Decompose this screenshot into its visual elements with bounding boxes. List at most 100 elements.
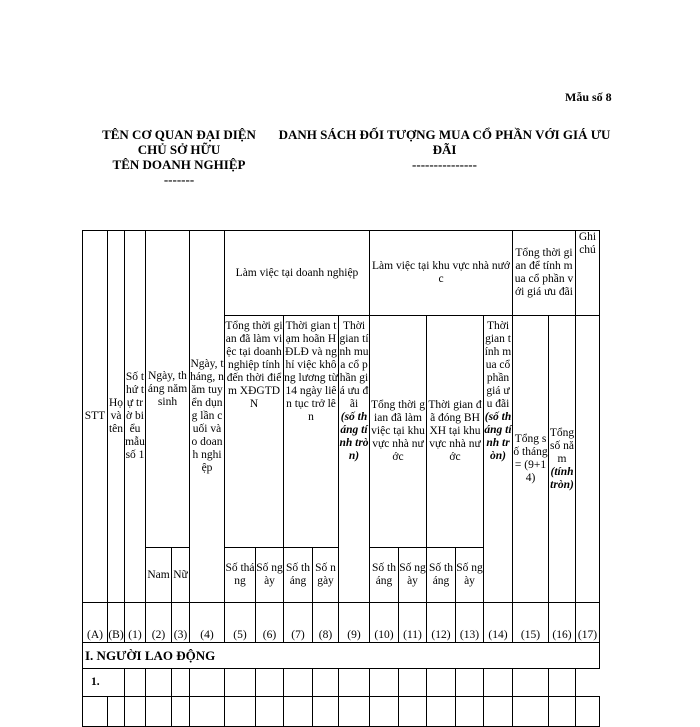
table-cell: [283, 696, 313, 727]
table-cell: [455, 668, 484, 697]
table-cell: [171, 668, 190, 697]
table-row: 1.: [82, 668, 600, 697]
table-cell: [512, 696, 549, 727]
enterprise-name: TÊN DOANH NGHIỆP: [112, 157, 246, 172]
table-cell: [338, 696, 370, 727]
header-number: Số thứ tự trờ biểu mẫu số 1: [124, 230, 146, 603]
table-cell: [426, 668, 456, 697]
colnum-1: (1): [124, 602, 146, 643]
colnum-9: (9): [338, 602, 370, 643]
header-col-5: Tổng thời gian đã làm việc tại doanh ngh…: [224, 315, 284, 548]
header-col-9-note: (số tháng tính tròn): [339, 411, 369, 462]
colnum-10: (10): [369, 602, 399, 643]
table-cell: [224, 696, 256, 727]
colnum-5: (5): [224, 602, 256, 643]
colnum-6: (6): [255, 602, 284, 643]
title-divider: ---------------: [412, 157, 477, 172]
header-col-14-note: (số tháng tính tròn): [484, 411, 512, 462]
table-cell: [283, 668, 313, 697]
colnum-17: (17): [575, 602, 600, 643]
table-cell: [369, 668, 399, 697]
colnum-7: (7): [283, 602, 313, 643]
table-cell: [426, 696, 456, 727]
column-number-row: (A) (B) (1) (2) (3) (4) (5) (6) (7) (8) …: [82, 602, 600, 643]
table-cell: [255, 696, 284, 727]
table-cell: [483, 668, 513, 697]
header-recruit-date: Ngày, tháng, năm tuyển dụng lần cuối vào…: [189, 230, 225, 603]
colnum-16: (16): [548, 602, 576, 643]
header-note-blank: [575, 315, 600, 603]
section-workers: I. NGƯỜI LAO ĐỘNG: [82, 642, 600, 669]
beneficiary-table: STT Họ và tên Số thứ tự trờ biểu mẫu số …: [82, 230, 600, 727]
table-cell: [312, 668, 339, 697]
colnum-15: (15): [512, 602, 549, 643]
header-col-14-text: Thời gian tính mua cổ phần giá ưu đãi: [484, 320, 512, 410]
colnum-11: (11): [398, 602, 427, 643]
agency-line-2: CHỦ SỞ HỮU: [137, 142, 221, 157]
header-days-11: Số ngày: [398, 547, 427, 603]
header-birth: Ngày, tháng năm sinh: [145, 230, 190, 548]
left-divider: -------: [163, 172, 195, 187]
document-title-block: DANH SÁCH ĐỐI TƯỢNG MUA CỔ PHẦN VỚI GIÁ …: [272, 127, 617, 172]
header-work-enterprise: Làm việc tại doanh nghiệp: [224, 230, 370, 316]
colnum-14: (14): [483, 602, 513, 643]
table-cell: [189, 668, 225, 697]
header-col-12: Thời gian đã đóng BHXH tại khu vực nhà n…: [426, 315, 484, 548]
header-months-5: Số tháng: [224, 547, 256, 603]
table-row: [82, 696, 600, 727]
table-cell: [145, 696, 172, 727]
header-col-16: Tổng số năm (tính tròn): [548, 315, 576, 603]
table-cell: [548, 668, 576, 697]
table-cell: [124, 696, 146, 727]
colnum-13: (13): [455, 602, 484, 643]
header-col-14: Thời gian tính mua cổ phần giá ưu đãi (s…: [483, 315, 513, 603]
table-cell: [171, 696, 190, 727]
table-cell: [369, 696, 399, 727]
colnum-4: (4): [189, 602, 225, 643]
header-days-8: Số ngày: [312, 547, 339, 603]
header-note: Ghi chú: [575, 230, 600, 316]
table-cell: [455, 696, 484, 727]
table-cell: [512, 668, 549, 697]
table-cell: [575, 696, 600, 727]
table-cell: [189, 696, 225, 727]
form-number: Mẫu số 8: [565, 90, 612, 104]
table-cell: [224, 668, 256, 697]
header-months-12: Số tháng: [426, 547, 456, 603]
header-col-9-text: Thời gian tính mua cổ phần giá ưu đãi: [339, 320, 369, 410]
table-cell: [82, 696, 108, 727]
colnum-8: (8): [312, 602, 339, 643]
header-total-time: Tổng thời gian để tính mua cổ phần với g…: [512, 230, 576, 316]
header-months-7: Số tháng: [283, 547, 313, 603]
header-days-13: Số ngày: [455, 547, 484, 603]
table-cell: [398, 696, 427, 727]
header-stt: STT: [82, 230, 108, 603]
table-cell: [145, 668, 172, 697]
table-cell: [107, 696, 125, 727]
header-col-10: Tổng thời gian đã làm việc tại khu vực n…: [369, 315, 427, 548]
header-male: Nam: [145, 547, 172, 603]
header-name: Họ và tên: [107, 230, 125, 603]
colnum-b: (B): [107, 602, 125, 643]
agency-line-1: TÊN CƠ QUAN ĐẠI DIỆN: [102, 127, 256, 142]
table-cell: [398, 668, 427, 697]
document-title: DANH SÁCH ĐỐI TƯỢNG MUA CỔ PHẦN VỚI GIÁ …: [278, 127, 611, 157]
table-cell: [124, 668, 146, 697]
table-cell: [338, 668, 370, 697]
header-col-16-note: (tính tròn): [550, 465, 574, 491]
table-cell: [255, 668, 284, 697]
agency-header: TÊN CƠ QUAN ĐẠI DIỆN CHỦ SỞ HỮU TÊN DOAN…: [84, 127, 274, 187]
header-days-6: Số ngày: [255, 547, 284, 603]
colnum-2: (2): [145, 602, 172, 643]
colnum-a: (A): [82, 602, 108, 643]
header-col-9: Thời gian tính mua cổ phần giá ưu đãi (s…: [338, 315, 370, 603]
colnum-12: (12): [426, 602, 456, 643]
header-months-10: Số tháng: [369, 547, 399, 603]
header-female: Nữ: [171, 547, 190, 603]
header-col-15: Tổng số tháng = (9+14): [512, 315, 549, 603]
row-number: 1.: [82, 668, 125, 697]
header-work-state: Làm việc tại khu vực nhà nước: [369, 230, 513, 316]
table-cell: [483, 696, 513, 727]
header-col-7: Thời gian tạm hoãn HĐLĐ và nghỉ việc khô…: [283, 315, 339, 548]
colnum-3: (3): [171, 602, 190, 643]
